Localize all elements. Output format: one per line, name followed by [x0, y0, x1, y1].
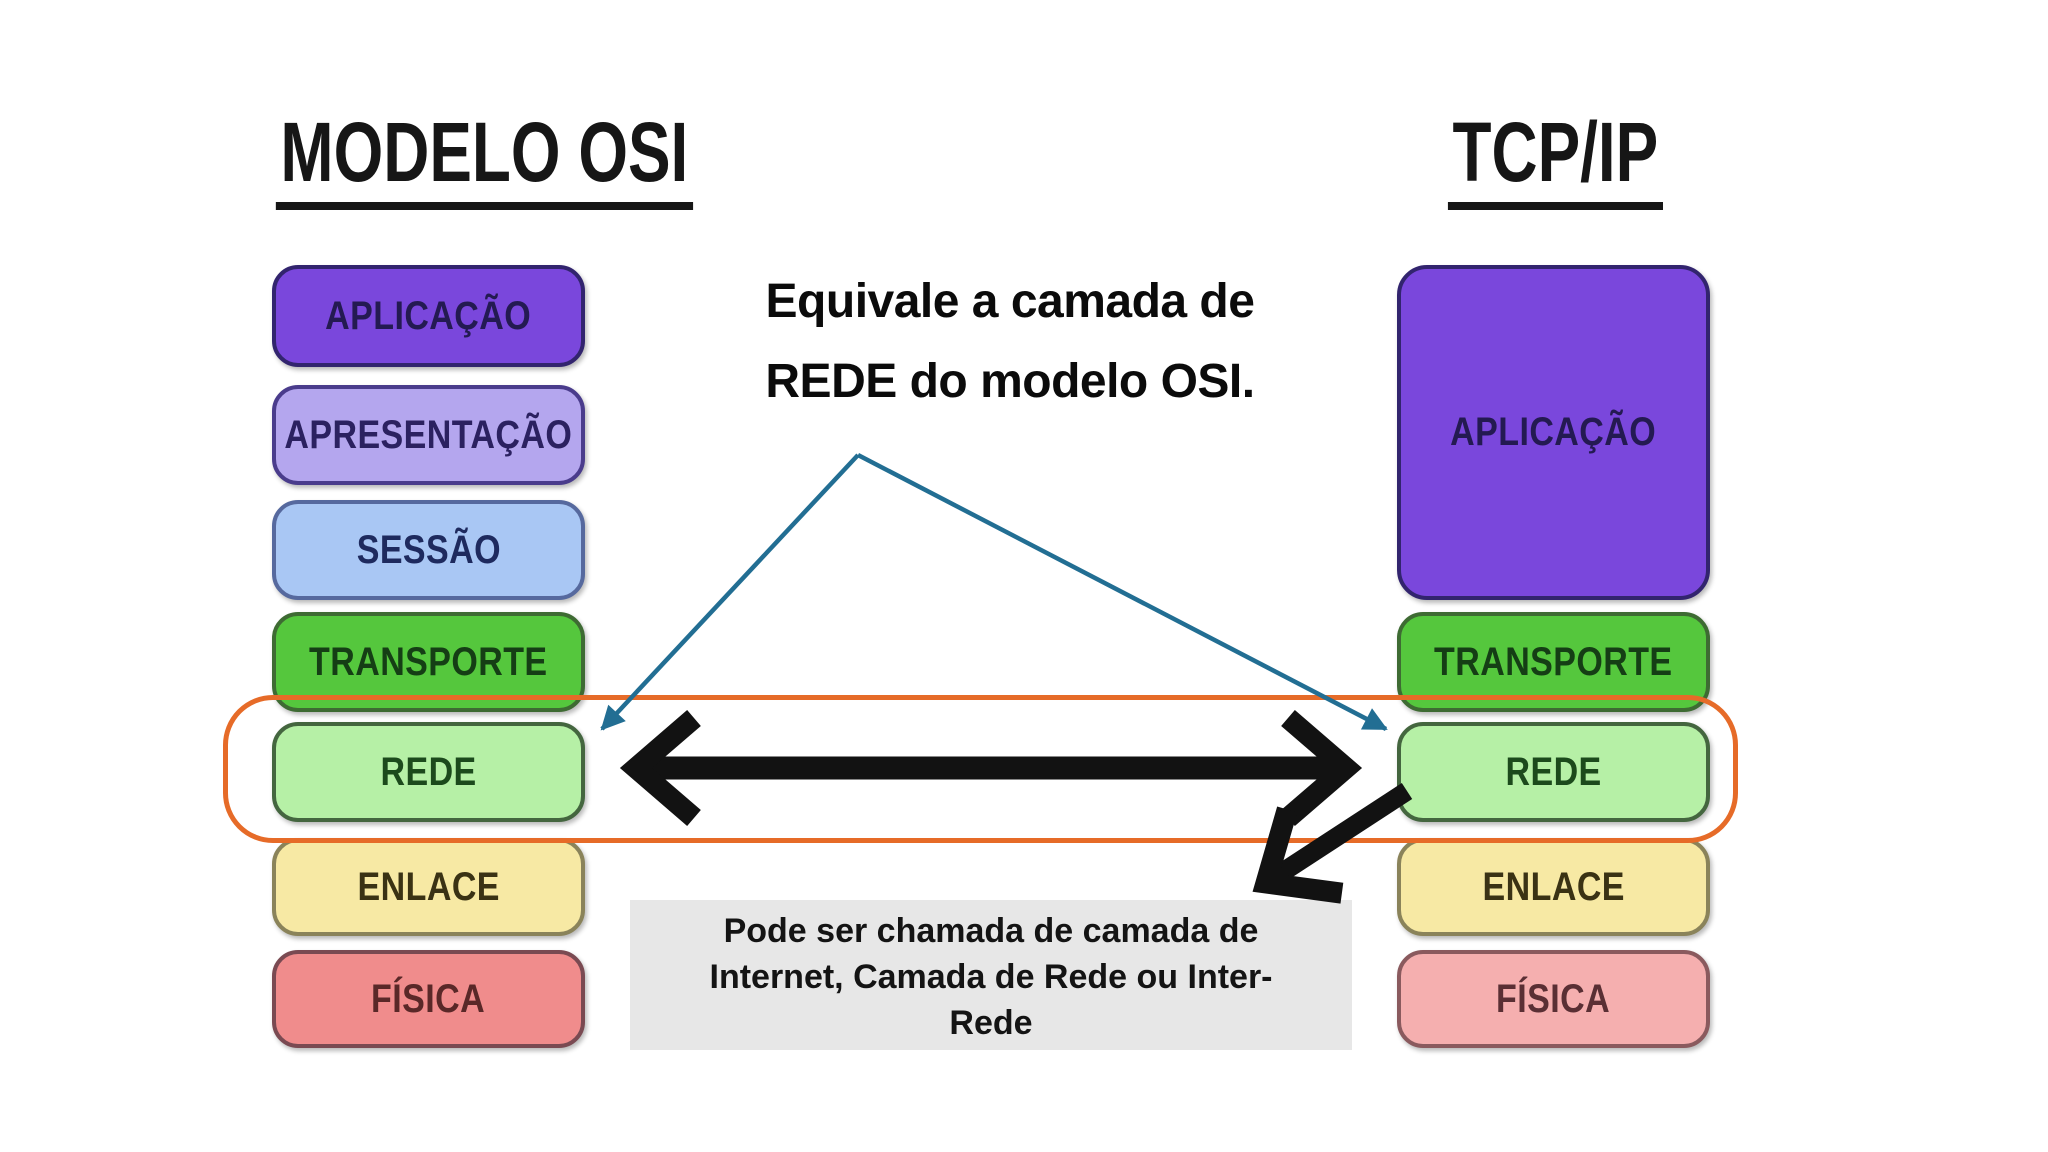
tcpip-layer-fisica-label: FÍSICA [1496, 976, 1611, 1021]
tcpip-layer-aplicacao-label: APLICAÇÃO [1450, 410, 1657, 454]
network-layer-note-line3: Rede [949, 1004, 1033, 1042]
osi-layer-fisica-label: FÍSICA [371, 976, 486, 1021]
osi-layer-apresentacao: APRESENTAÇÃO [272, 385, 585, 485]
tcpip-title: TCP/IP [1447, 110, 1663, 210]
network-layer-note-line2: Internet, Camada de Rede ou Inter- [709, 958, 1273, 996]
tcpip-title-wrap: TCP/IP [1390, 110, 1720, 210]
equivalence-pointer-arrows [600, 453, 1388, 731]
osi-title: MODELO OSI [275, 110, 693, 210]
equivalence-arrow-left [600, 453, 860, 731]
tcpip-layer-transporte-label: TRANSPORTE [1434, 639, 1673, 684]
tcpip-layer-enlace: ENLACE [1397, 838, 1710, 936]
osi-layer-enlace-label: ENLACE [357, 864, 500, 909]
osi-layer-aplicacao-label: APLICAÇÃO [325, 293, 532, 338]
tcpip-layer-aplicacao: APLICAÇÃO [1397, 265, 1710, 600]
osi-layer-enlace: ENLACE [272, 838, 585, 936]
osi-layer-aplicacao: APLICAÇÃO [272, 265, 585, 367]
rede-highlight-outline [223, 695, 1738, 843]
osi-layer-sessao: SESSÃO [272, 500, 585, 600]
network-layer-note-line1: Pode ser chamada de camada de [723, 912, 1259, 950]
equivalence-note: Equivale a camada de REDE do modelo OSI. [590, 262, 1430, 422]
equivalence-note-line1: Equivale a camada de [765, 275, 1255, 328]
osi-layer-sessao-label: SESSÃO [356, 527, 501, 572]
osi-title-wrap: MODELO OSI [210, 110, 693, 210]
osi-layer-apresentacao-label: APRESENTAÇÃO [284, 412, 573, 457]
tcpip-layer-rede: REDE [1397, 722, 1710, 822]
osi-layer-rede: REDE [272, 722, 585, 822]
tcpip-layer-enlace-label: ENLACE [1482, 864, 1625, 909]
osi-layer-fisica: FÍSICA [272, 950, 585, 1048]
equivalence-note-line2: REDE do modelo OSI. [765, 355, 1255, 408]
tcpip-layer-rede-label: REDE [1505, 749, 1602, 794]
osi-layer-rede-label: REDE [380, 749, 477, 794]
tcpip-layer-fisica: FÍSICA [1397, 950, 1710, 1048]
osi-layer-transporte-label: TRANSPORTE [309, 639, 548, 684]
osi-layer-transporte: TRANSPORTE [272, 612, 585, 712]
network-layer-note: Pode ser chamada de camada de Internet, … [630, 900, 1352, 1050]
equivalence-arrow-right [856, 453, 1388, 731]
